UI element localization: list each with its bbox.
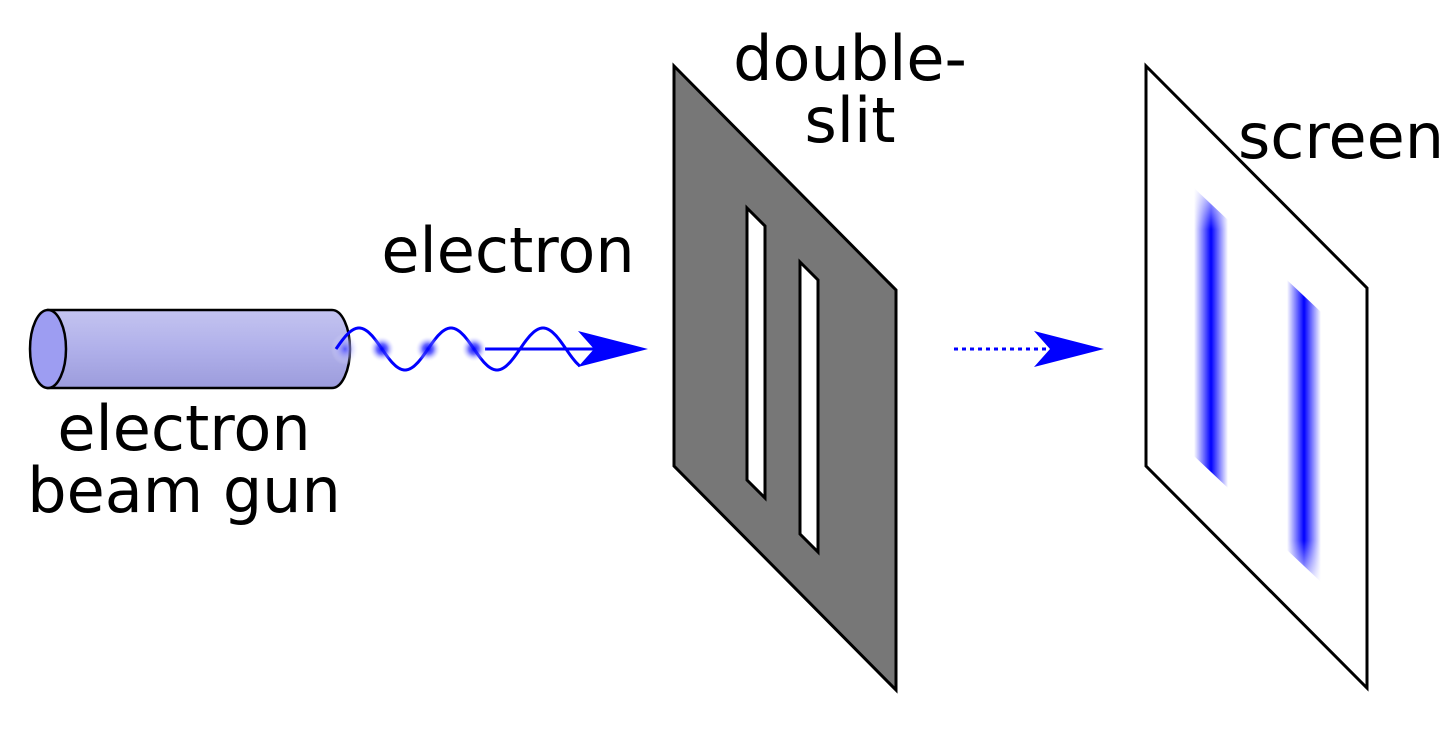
slit-plate [672, 62, 898, 694]
electron-wave [334, 326, 648, 372]
interference-band-2 [1287, 280, 1321, 582]
dotted-beam-arrowhead [1034, 331, 1104, 367]
gun-body [46, 308, 352, 390]
beam-arrowhead [578, 331, 648, 367]
electron-beam-gun [28, 308, 359, 390]
electron-dot-2 [415, 336, 441, 362]
screen-label: screen [1238, 100, 1444, 173]
gun-label-line1: electron [57, 392, 310, 465]
detection-screen [1144, 62, 1369, 692]
electron-label: electron [381, 214, 634, 287]
double-slit-label-line2: slit [804, 84, 895, 157]
slit-1 [745, 204, 767, 502]
double-slit-plate [672, 62, 898, 694]
gun-emission-glow [331, 333, 359, 365]
gun-face [28, 308, 68, 390]
slit-2 [798, 258, 820, 556]
electron-dot-1 [369, 336, 395, 362]
gun-label-line2: beam gun [27, 454, 341, 527]
double-slit-label-line1: double- [733, 22, 967, 95]
transmitted-beam-arrow [954, 331, 1104, 367]
interference-band-1 [1194, 188, 1228, 488]
electron-dot-3 [461, 336, 487, 362]
